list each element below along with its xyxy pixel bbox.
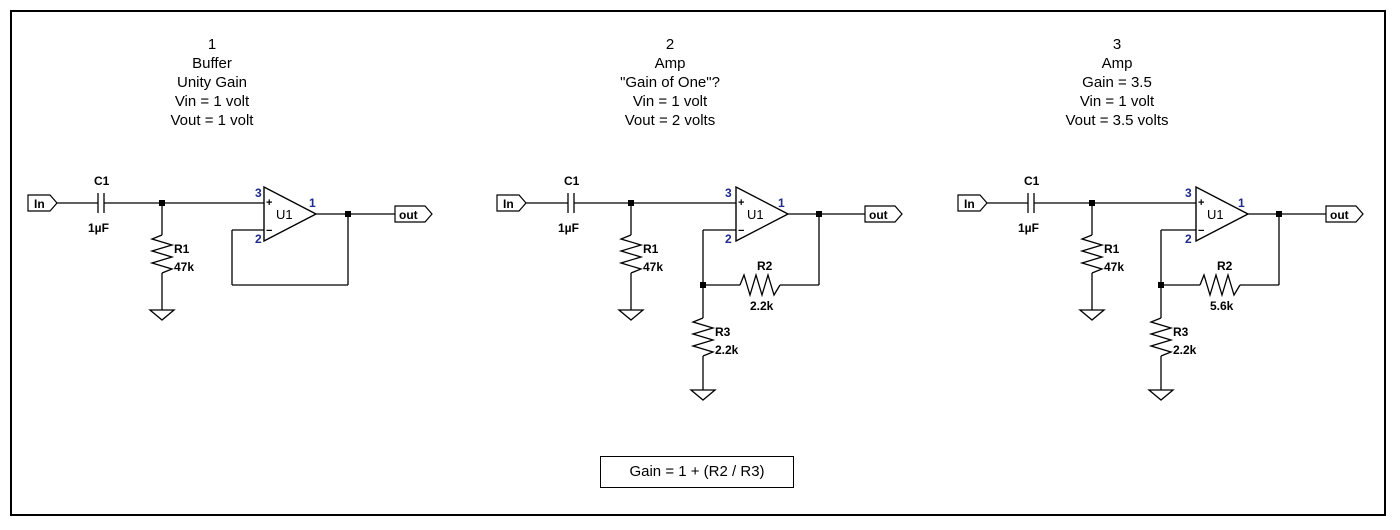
resistor-r1 bbox=[618, 234, 644, 274]
pin-3: 3 bbox=[1185, 186, 1192, 200]
opamp-plus-sign: + bbox=[1198, 197, 1204, 209]
circuit-2-vin: Vin = 1 volt bbox=[632, 93, 708, 110]
c1-name: C1 bbox=[1024, 174, 1040, 188]
r3-name: R3 bbox=[1173, 325, 1189, 339]
opamp-u1 bbox=[1195, 185, 1250, 243]
ground-icon bbox=[1147, 389, 1175, 401]
opamp-plus-sign: + bbox=[738, 197, 744, 209]
pin-3: 3 bbox=[725, 186, 732, 200]
ground-icon bbox=[689, 389, 717, 401]
ground-icon bbox=[148, 309, 176, 321]
r2-name: R2 bbox=[757, 259, 773, 273]
r3-value: 2.2k bbox=[715, 343, 739, 357]
output-port bbox=[1325, 205, 1364, 223]
circuit-3-number: 3 bbox=[1112, 36, 1122, 53]
opamp-name: U1 bbox=[1207, 207, 1224, 222]
circuit-1-number: 1 bbox=[207, 36, 217, 53]
r3-value: 2.2k bbox=[1173, 343, 1197, 357]
junction-dot bbox=[816, 211, 822, 217]
pin-2: 2 bbox=[1185, 232, 1192, 246]
r2-name: R2 bbox=[1217, 259, 1233, 273]
ground-icon bbox=[617, 309, 645, 321]
pin-1: 1 bbox=[778, 196, 785, 210]
circuit-1-header: 1 Buffer Unity Gain Vin = 1 volt Vout = … bbox=[62, 35, 362, 130]
junction-dot bbox=[1276, 211, 1282, 217]
circuit-2-header: 2 Amp "Gain of One"? Vin = 1 volt Vout =… bbox=[520, 35, 820, 130]
opamp-minus-sign: − bbox=[1198, 225, 1204, 237]
output-port bbox=[864, 205, 903, 223]
circuit-2: In C1 1µF R1 47k + − U1 3 2 1 R2 bbox=[496, 174, 903, 401]
circuit-2-vout: Vout = 2 volts bbox=[624, 112, 716, 129]
output-port-label: out bbox=[399, 208, 418, 222]
c1-value: 1µF bbox=[558, 221, 579, 235]
opamp-u1 bbox=[735, 185, 790, 243]
output-port bbox=[394, 205, 433, 223]
input-port bbox=[496, 194, 527, 212]
r1-name: R1 bbox=[1104, 242, 1120, 256]
circuit-3-title: Amp bbox=[1101, 55, 1133, 72]
schematic-frame bbox=[10, 10, 1386, 516]
circuit-2-title: Amp bbox=[654, 55, 686, 72]
input-port-label: In bbox=[964, 197, 975, 211]
circuit-3-vin: Vin = 1 volt bbox=[1079, 93, 1155, 110]
gain-formula-box: Gain = 1 + (R2 / R3) bbox=[600, 456, 794, 488]
c1-name: C1 bbox=[564, 174, 580, 188]
capacitor-c1 bbox=[97, 193, 105, 213]
resistor-r3 bbox=[1148, 317, 1174, 357]
r1-value: 47k bbox=[643, 260, 663, 274]
output-port-label: out bbox=[869, 208, 888, 222]
circuit-3: In C1 1µF R1 47k + − U1 3 2 1 R2 bbox=[957, 174, 1364, 401]
circuit-2-gain: "Gain of One"? bbox=[620, 74, 720, 91]
c1-value: 1µF bbox=[1018, 221, 1039, 235]
r2-value: 5.6k bbox=[1210, 299, 1234, 313]
resistor-r2 bbox=[1199, 272, 1241, 298]
circuit-1-gain: Unity Gain bbox=[176, 74, 248, 91]
resistor-r1 bbox=[149, 234, 175, 274]
junction-dot bbox=[345, 211, 351, 217]
output-port-label: out bbox=[1330, 208, 1349, 222]
resistor-r3 bbox=[690, 317, 716, 357]
opamp-minus-sign: − bbox=[266, 225, 272, 237]
circuit-1-vin: Vin = 1 volt bbox=[174, 93, 250, 110]
circuit-3-header: 3 Amp Gain = 3.5 Vin = 1 volt Vout = 3.5… bbox=[967, 35, 1267, 130]
opamp-plus-sign: + bbox=[266, 197, 272, 209]
resistor-r1 bbox=[1079, 234, 1105, 274]
ground-icon bbox=[1078, 309, 1106, 321]
input-port-label: In bbox=[34, 197, 45, 211]
circuit-1-vout: Vout = 1 volt bbox=[170, 112, 254, 129]
resistor-r2 bbox=[739, 272, 781, 298]
capacitor-c1 bbox=[567, 193, 575, 213]
opamp-minus-sign: − bbox=[738, 225, 744, 237]
capacitor-c1 bbox=[1027, 193, 1035, 213]
pin-1: 1 bbox=[309, 196, 316, 210]
opamp-name: U1 bbox=[747, 207, 764, 222]
pin-2: 2 bbox=[255, 232, 262, 246]
opamp-u1 bbox=[263, 185, 318, 243]
r1-value: 47k bbox=[1104, 260, 1124, 274]
c1-name: C1 bbox=[94, 174, 110, 188]
circuit-3-vout: Vout = 3.5 volts bbox=[1065, 112, 1169, 129]
pin-2: 2 bbox=[725, 232, 732, 246]
r1-name: R1 bbox=[643, 242, 659, 256]
input-port bbox=[957, 194, 988, 212]
c1-value: 1µF bbox=[88, 221, 109, 235]
circuit-1-title: Buffer bbox=[192, 55, 232, 72]
input-port-label: In bbox=[503, 197, 514, 211]
r3-name: R3 bbox=[715, 325, 731, 339]
pin-3: 3 bbox=[255, 186, 262, 200]
r2-value: 2.2k bbox=[750, 299, 774, 313]
r1-value: 47k bbox=[174, 260, 194, 274]
input-port bbox=[27, 194, 58, 212]
r1-name: R1 bbox=[174, 242, 190, 256]
pin-1: 1 bbox=[1238, 196, 1245, 210]
circuit-3-gain: Gain = 3.5 bbox=[1082, 74, 1152, 91]
circuit-2-number: 2 bbox=[665, 36, 675, 53]
circuit-1: In C1 1µF R1 47k + − U1 3 2 1 bbox=[27, 174, 433, 321]
opamp-name: U1 bbox=[276, 207, 293, 222]
